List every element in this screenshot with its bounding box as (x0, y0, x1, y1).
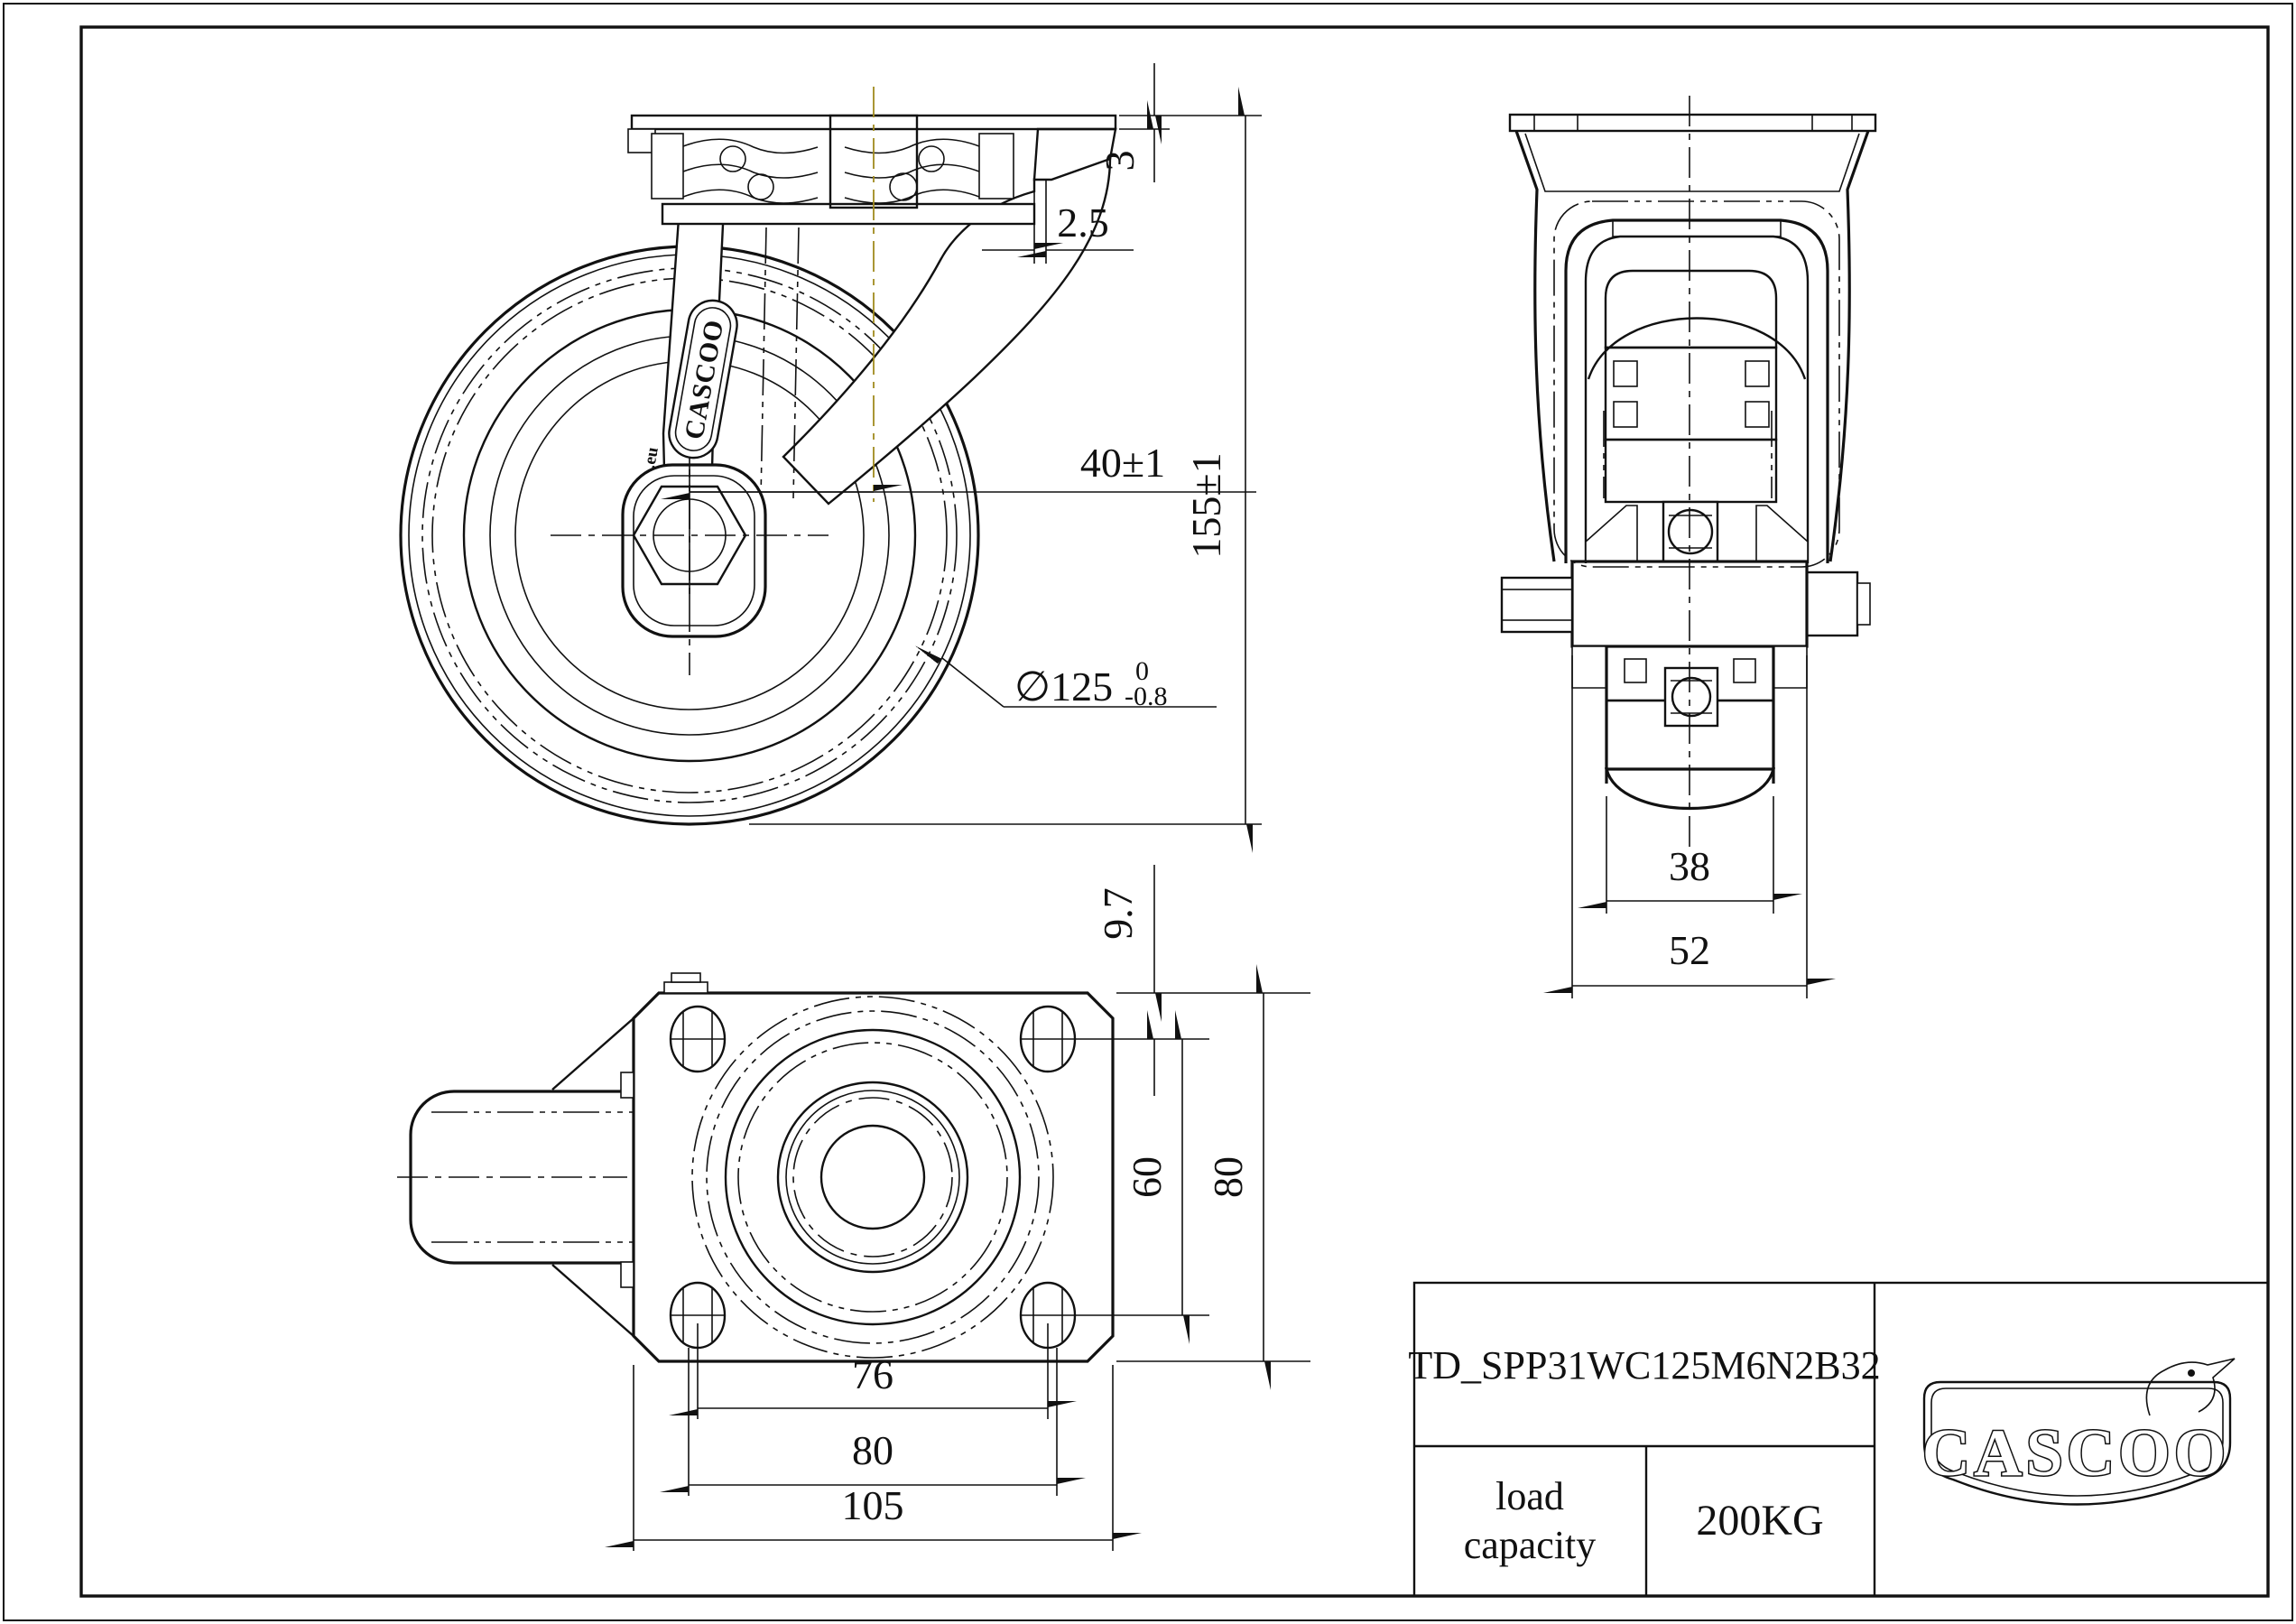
wheel-hub (621, 463, 767, 638)
dim-text-slot-span: 80 (852, 1427, 893, 1473)
dim-plate-width: 105 (634, 1365, 1113, 1551)
dim-swivel-offset: 40±1 (690, 440, 1256, 492)
logo-eagle-icon (2145, 1358, 2236, 1416)
section-plate (1508, 113, 1877, 133)
dim-text-wheel-dia: ∅125 (1014, 664, 1113, 710)
dim-hole-spacing-h: 76 (698, 1323, 1048, 1419)
side-view: CASCOO .eu 3 2.5 40±1 (399, 63, 1262, 826)
dim-overall-width: 52 (1572, 655, 1807, 998)
top-plate (632, 991, 1115, 1363)
swivel-rings (691, 996, 1054, 1359)
dim-plate-thickness: 3 (1097, 63, 1170, 182)
dim-hole-offset: 9.7 (1020, 865, 1310, 1096)
dim-text-hole-spacing-h: 76 (852, 1351, 893, 1397)
dim-text-wheel-dia-tol-upper: 0 (1135, 656, 1149, 686)
dim-tread-width: 38 (1606, 796, 1773, 914)
dim-text-hole-spacing-v: 60 (1124, 1156, 1170, 1198)
bolt-hole (669, 1281, 727, 1350)
badge-suffix-text: .eu (640, 445, 662, 469)
dim-wheel-diameter: ∅125 0 -0.8 (942, 656, 1217, 711)
dim-text-plate-depth: 80 (1205, 1156, 1251, 1198)
bearing-ball (918, 145, 945, 172)
dim-text-total-height: 155±1 (1183, 452, 1229, 558)
dim-lip-offset: 2.5 (982, 181, 1134, 264)
dim-text-hole-offset: 9.7 (1095, 887, 1141, 940)
section-view: 38 52 (1500, 96, 1877, 998)
dim-text-wheel-dia-tol-lower: -0.8 (1125, 682, 1168, 711)
dim-text-plate-width: 105 (842, 1482, 904, 1528)
bolt-hole (669, 1005, 727, 1073)
dim-slot-span: 80 (689, 1348, 1057, 1496)
dim-plate-depth: 80 (1116, 993, 1310, 1361)
logo-brand-text: CASCOO (1922, 1416, 2230, 1490)
bearing-ball (719, 145, 746, 172)
wheel-phantom-outline (1553, 200, 1840, 568)
model-number: TD_SPP31WC125M6N2B32 (1408, 1343, 1880, 1387)
load-capacity-label-line2: capacity (1464, 1523, 1597, 1567)
fork-right-leg (782, 156, 1112, 506)
wheel-core-upper (1585, 269, 1809, 563)
bearing-ball (747, 173, 774, 200)
cascoo-logo: CASCOO (1921, 1358, 2236, 1506)
sheet-border (3, 3, 2293, 1621)
dim-text-tread-width: 38 (1669, 843, 1710, 889)
swivel-housing (1514, 130, 1870, 568)
wheel-bearing-upper (1662, 500, 1719, 563)
dim-text-lip-offset: 2.5 (1057, 200, 1109, 246)
load-capacity-label-line1: load (1495, 1474, 1564, 1518)
cascoo-fork-badge: CASCOO .eu (640, 299, 738, 470)
dim-hole-spacing-v: 60 (1020, 1039, 1209, 1315)
title-block: TD_SPP31WC125M6N2B32 load capacity 200KG… (1408, 1281, 2270, 1598)
top-view: 76 80 105 9.7 (397, 865, 1310, 1551)
wheel-circles (399, 245, 980, 826)
dim-total-height: 155±1 (749, 116, 1262, 824)
swivel-bearing-races (651, 114, 1014, 209)
dim-text-overall-width: 52 (1669, 927, 1710, 973)
dim-text-plate-thickness: 3 (1097, 151, 1143, 172)
load-capacity-value: 200KG (1696, 1497, 1823, 1545)
dim-text-swivel-offset: 40±1 (1080, 440, 1165, 486)
